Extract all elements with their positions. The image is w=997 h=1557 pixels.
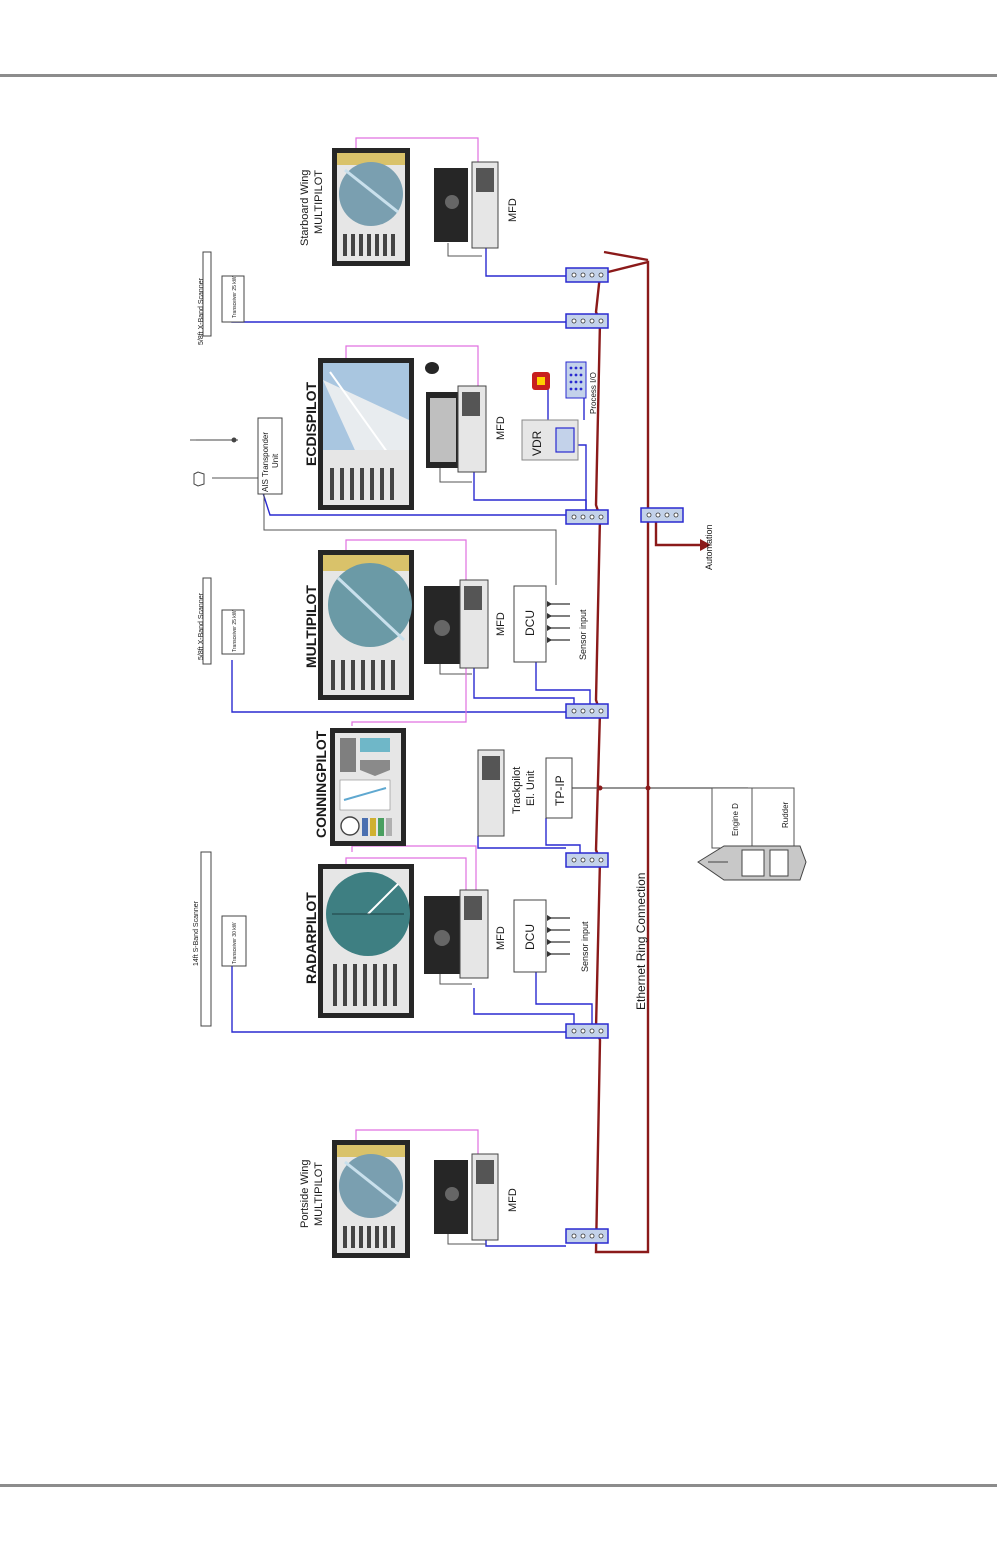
- scanner-xband-mid: 5/8ft X-Band Scanner Transceiver 25 kW: [198, 577, 245, 665]
- starboard-name-line1: Starboard Wing: [299, 170, 311, 246]
- switch-starboard: [565, 267, 609, 283]
- transceiver-mid-label: Transceiver 25 kW: [232, 610, 238, 652]
- vdr-switch: [555, 427, 575, 453]
- switch-ecdis: [565, 509, 609, 525]
- trackpilot-unit: Trackpilot El. Unit TP-IP: [477, 749, 573, 837]
- scanner-xband-top: 5/8ft X-Band Scanner Transceiver 25 kW: [198, 251, 245, 345]
- switch-automation: [640, 507, 684, 523]
- ais-label-line1: AIS Transponder: [261, 432, 270, 492]
- portside-name-line1: Portside Wing: [299, 1160, 311, 1228]
- scanner-xband-mid-label: 5/8ft X-Band Scanner: [198, 592, 205, 660]
- trackpilot-label-line2: El. Unit: [525, 771, 537, 806]
- station-ecdispilot: ECDISPILOT MFD VDR Process I/O: [303, 358, 598, 510]
- portside-mfd-label: MFD: [507, 1188, 519, 1212]
- header-rule: [0, 74, 997, 77]
- radar-sensor-label: Sensor input: [580, 921, 590, 972]
- signal-cables: [190, 243, 557, 1245]
- station-multipilot: MULTIPILOT MFD DCU Sensor input: [303, 550, 588, 700]
- ring-connection-label: Ethernet Ring Connection: [634, 873, 648, 1010]
- process-io-unit: [565, 361, 587, 399]
- radar-name: RADARPILOT: [303, 892, 319, 984]
- rudder-label: Rudder: [781, 801, 790, 828]
- station-starboard-multipilot: Starboard Wing MULTIPILOT MFD: [299, 148, 519, 266]
- tpip-box: [545, 757, 573, 819]
- network-switches: [565, 267, 684, 1244]
- ecdis-mfd-label: MFD: [495, 416, 507, 440]
- station-conningpilot: CONNINGPILOT: [313, 728, 406, 846]
- multipilot-dcu-box: [513, 585, 547, 663]
- station-radarpilot: RADARPILOT MFD DCU Sensor input: [303, 864, 590, 1018]
- ring-junction: [597, 785, 603, 791]
- ecdis-name: ECDISPILOT: [303, 382, 319, 466]
- switch-portside: [565, 1228, 609, 1244]
- multipilot-name: MULTIPILOT: [303, 585, 319, 668]
- automation-arrow-icon: [700, 539, 711, 551]
- scanner-sband-label: 14ft S-Band Scanner: [193, 900, 200, 966]
- scanner-sband: 14ft S-Band Scanner Transceiver 30 kW: [193, 851, 247, 1027]
- switch-conning: [565, 852, 609, 868]
- ais-antenna: [193, 437, 238, 487]
- tpip-label: TP-IP: [553, 775, 567, 806]
- switch-xband-top: [565, 313, 609, 329]
- radar-dcu-label: DCU: [523, 924, 537, 950]
- switch-multipilot: [565, 703, 609, 719]
- conning-name: CONNINGPILOT: [313, 730, 329, 838]
- starboard-mfd-label: MFD: [507, 198, 519, 222]
- ethernet-ring: [594, 250, 700, 1254]
- ais-label-line2: Unit: [271, 453, 280, 468]
- vdr-label: VDR: [530, 430, 544, 456]
- radar-dcu-box: [513, 899, 547, 973]
- portside-name-line2: MULTIPILOT: [313, 1162, 325, 1226]
- ais-transponder-unit: AIS Transponder Unit: [257, 417, 283, 495]
- engine-rudder-frame: [711, 787, 795, 849]
- automation-label: Automation: [704, 524, 714, 570]
- station-portside-multipilot: Portside Wing MULTIPILOT MFD: [299, 1140, 519, 1258]
- process-io-label: Process I/O: [589, 372, 598, 414]
- multipilot-dcu-label: DCU: [523, 610, 537, 636]
- switch-radar: [565, 1023, 609, 1039]
- ring-junction: [645, 785, 651, 791]
- transceiver-s-label: Transceiver 30 kW: [232, 922, 238, 964]
- multipilot-mfd-label: MFD: [495, 612, 507, 636]
- footer-rule: [0, 1484, 997, 1487]
- vessel-steering: Engine D Rudder: [697, 787, 807, 881]
- multipilot-sensor-label: Sensor input: [578, 609, 588, 660]
- starboard-name-line2: MULTIPILOT: [313, 170, 325, 234]
- transceiver-top-label: Transceiver 25 kW: [232, 276, 238, 318]
- engine-label: Engine D: [731, 803, 740, 836]
- trackpilot-label-line1: Trackpilot: [511, 767, 523, 814]
- alarm-icon: [532, 372, 550, 390]
- scanner-xband-top-label: 5/8ft X-Band Scanner: [198, 277, 205, 345]
- radar-mfd-label: MFD: [495, 926, 507, 950]
